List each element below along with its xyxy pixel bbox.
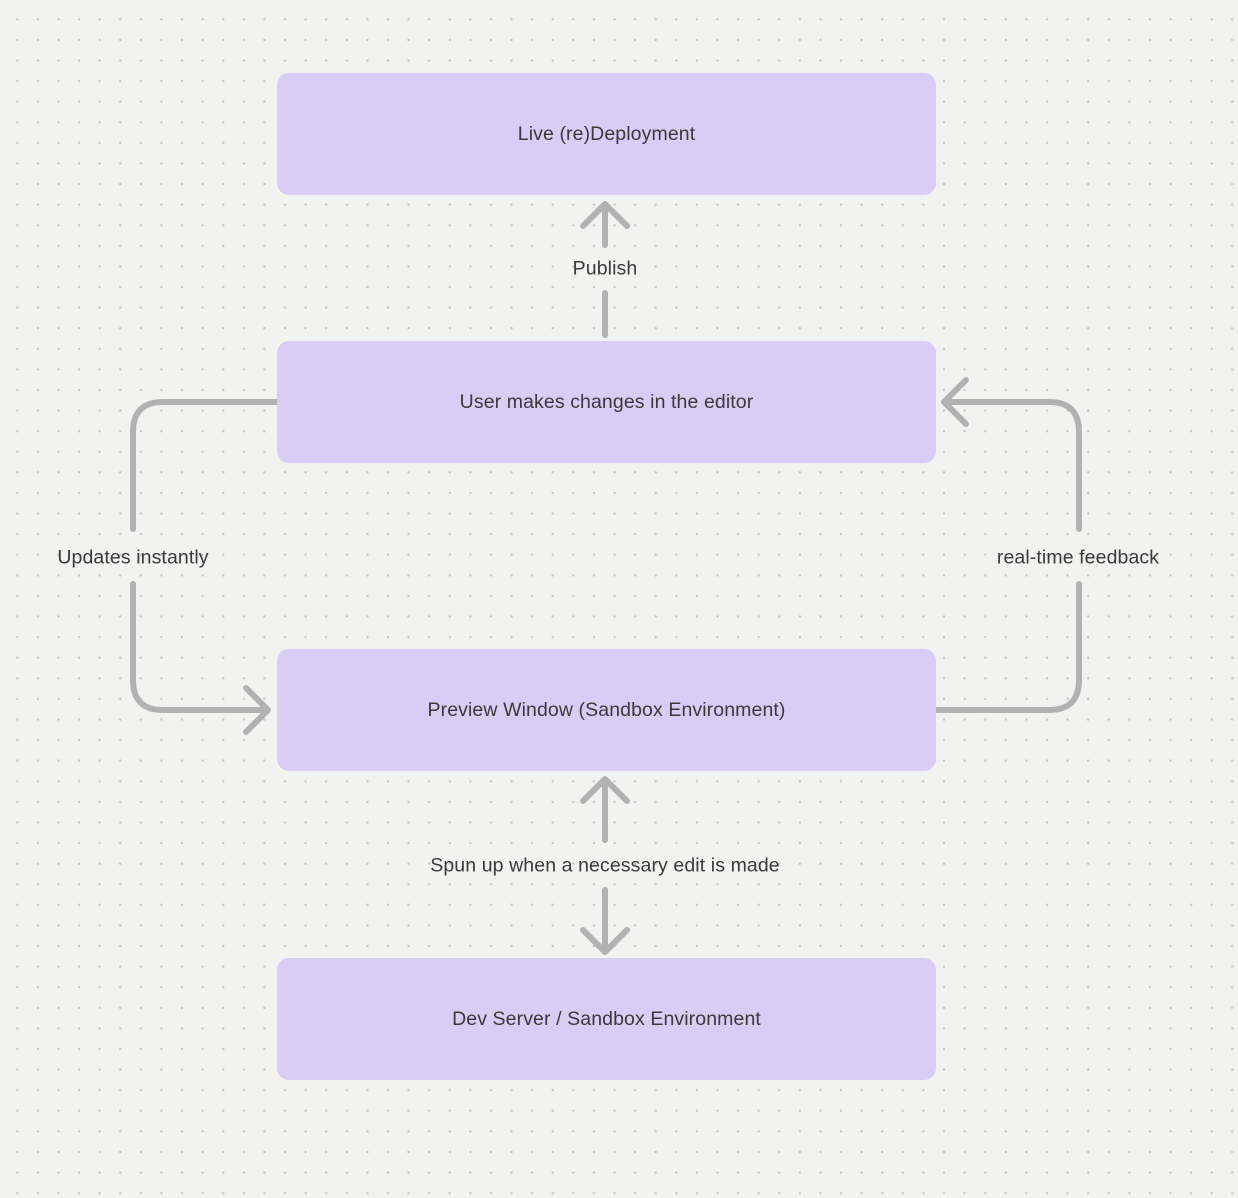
spun-up-arrow <box>580 776 630 955</box>
edge-label-real-time-feedback: real-time feedback <box>996 546 1160 569</box>
node-dev-server-label: Dev Server / Sandbox Environment <box>452 1007 761 1030</box>
node-preview-window-label: Preview Window (Sandbox Environment) <box>427 698 786 721</box>
node-user-editor-label: User makes changes in the editor <box>459 390 754 413</box>
edge-label-updates-instantly: Updates instantly <box>57 546 209 569</box>
arrowhead-up-icon <box>580 201 630 229</box>
updates-instantly-arrow <box>130 399 280 735</box>
edge-label-publish: Publish <box>572 257 638 280</box>
arrowhead-left-icon <box>941 377 969 427</box>
node-user-editor[interactable]: User makes changes in the editor <box>277 341 936 463</box>
node-preview-window[interactable]: Preview Window (Sandbox Environment) <box>277 649 936 771</box>
arrowhead-down-icon <box>580 927 630 955</box>
publish-arrow <box>580 201 630 338</box>
edge-label-spun-up: Spun up when a necessary edit is made <box>430 854 780 877</box>
arrowhead-up-icon <box>580 776 630 804</box>
real-time-feedback-arrow <box>933 377 1082 713</box>
node-live-deployment-label: Live (re)Deployment <box>517 122 696 145</box>
arrowhead-right-icon <box>243 685 271 735</box>
node-live-deployment[interactable]: Live (re)Deployment <box>277 73 936 195</box>
node-dev-server[interactable]: Dev Server / Sandbox Environment <box>277 958 936 1080</box>
